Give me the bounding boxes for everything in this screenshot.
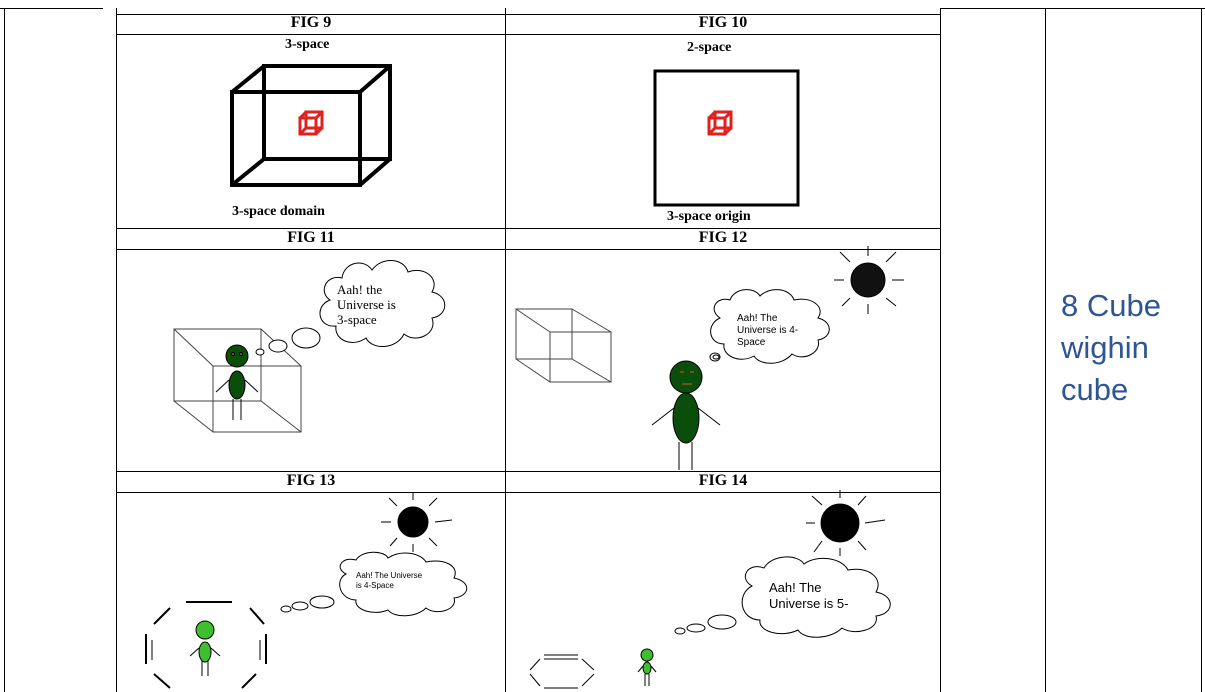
fig14-bubble-line-2: Universe is 5- [769, 596, 849, 611]
row-line-2 [116, 228, 941, 229]
side-label: 8 Cube wighin cube [1061, 285, 1191, 411]
fig14-title: FIG 14 [698, 472, 748, 489]
fig10-red-cube-icon [707, 110, 733, 136]
inner-border-right [940, 8, 941, 692]
fig14-person [637, 648, 657, 686]
fig12-person [651, 360, 721, 470]
row-line-4 [116, 471, 941, 472]
sun-icon [834, 246, 904, 314]
fig10-top-caption: 2-space [687, 40, 732, 55]
fig13-person [189, 620, 221, 676]
fig14-bubble-line-1: Aah! The [769, 580, 822, 595]
top-rule-right [940, 8, 1205, 9]
side-label-line-3: cube [1061, 372, 1129, 407]
fig12-bubble-line-1: Aah! The [737, 313, 778, 324]
fig12-bubble-line-2: Universe is 4- [737, 325, 799, 336]
side-label-line-1: 8 Cube [1061, 288, 1161, 323]
fig12-bubble-line-3: Space [737, 337, 766, 348]
sun-icon [381, 492, 453, 552]
side-label-line-2: wighin [1061, 330, 1149, 365]
fig11-bubble-line-1: Aah! the [337, 282, 383, 297]
table-border-right [1201, 8, 1202, 692]
fig11-bubble-line-3: 3-space [337, 311, 377, 327]
fig13-title: FIG 13 [286, 472, 336, 489]
top-rule-left [0, 8, 103, 9]
fig11-bubble-text: Aah! the Universe is 3-space [337, 282, 396, 328]
table-border-left [4, 8, 5, 692]
inner-border-left [116, 8, 117, 692]
fig13-bubble-text: Aah! The Universe is 4-Space [356, 571, 422, 591]
fig9-bottom-caption: 3-space domain [232, 204, 325, 219]
fig13-bubble-line-2: is 4-Space [356, 581, 394, 590]
inner-border-mid [505, 8, 506, 692]
fig10-bottom-caption: 3-space origin [667, 209, 751, 224]
fig11-title: FIG 11 [287, 229, 335, 246]
row-line-1 [116, 34, 941, 35]
fig10-title: FIG 10 [698, 14, 748, 31]
row-line-0 [116, 14, 941, 15]
fig9-top-caption: 3-space [285, 37, 330, 52]
sun-icon [806, 490, 886, 556]
row-line-3 [116, 249, 941, 250]
fig9-title: FIG 9 [290, 14, 332, 31]
fig11-bubble-line-2: Universe is [337, 296, 396, 312]
fig9-red-cube-icon [298, 110, 324, 136]
fig12-title: FIG 12 [698, 229, 748, 246]
fig11-person [215, 344, 259, 420]
fig13-bubble-line-1: Aah! The Universe [356, 571, 423, 580]
side-column-divider [1045, 8, 1046, 692]
fig12-bubble-text: Aah! The Universe is 4- Space [737, 313, 798, 349]
row-line-5 [116, 492, 941, 493]
fig14-bubble-text: Aah! The Universe is 5- [769, 580, 848, 612]
